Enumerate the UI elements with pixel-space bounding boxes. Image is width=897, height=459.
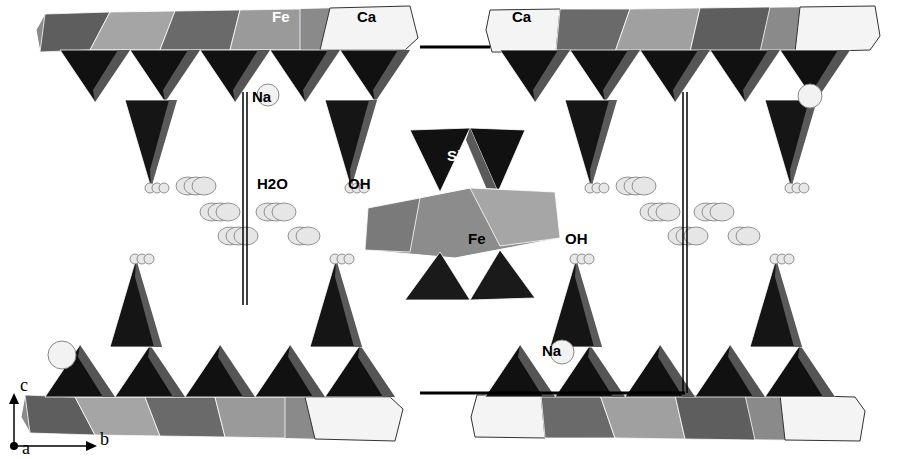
atom-label: Si: [447, 148, 461, 163]
axis-label: a: [22, 439, 30, 457]
atom-label: Na: [542, 343, 561, 358]
upper-layer: [36, 6, 880, 193]
molecule-label: H2O: [257, 176, 288, 191]
na-sphere: [48, 341, 76, 369]
atom-label: Ca: [512, 9, 531, 24]
axis-label: b: [100, 430, 109, 448]
axis-label: c: [20, 376, 28, 394]
atom-label: Ca: [357, 9, 376, 24]
atom-label: Fe: [468, 231, 486, 246]
atom-label: Fe: [272, 9, 290, 24]
atom-label: Na: [252, 89, 271, 104]
group-label: OH: [565, 231, 588, 246]
central-chain: [365, 128, 560, 300]
group-label: OH: [348, 176, 371, 191]
unit-cell: [243, 47, 687, 393]
na-sphere: [798, 84, 822, 108]
